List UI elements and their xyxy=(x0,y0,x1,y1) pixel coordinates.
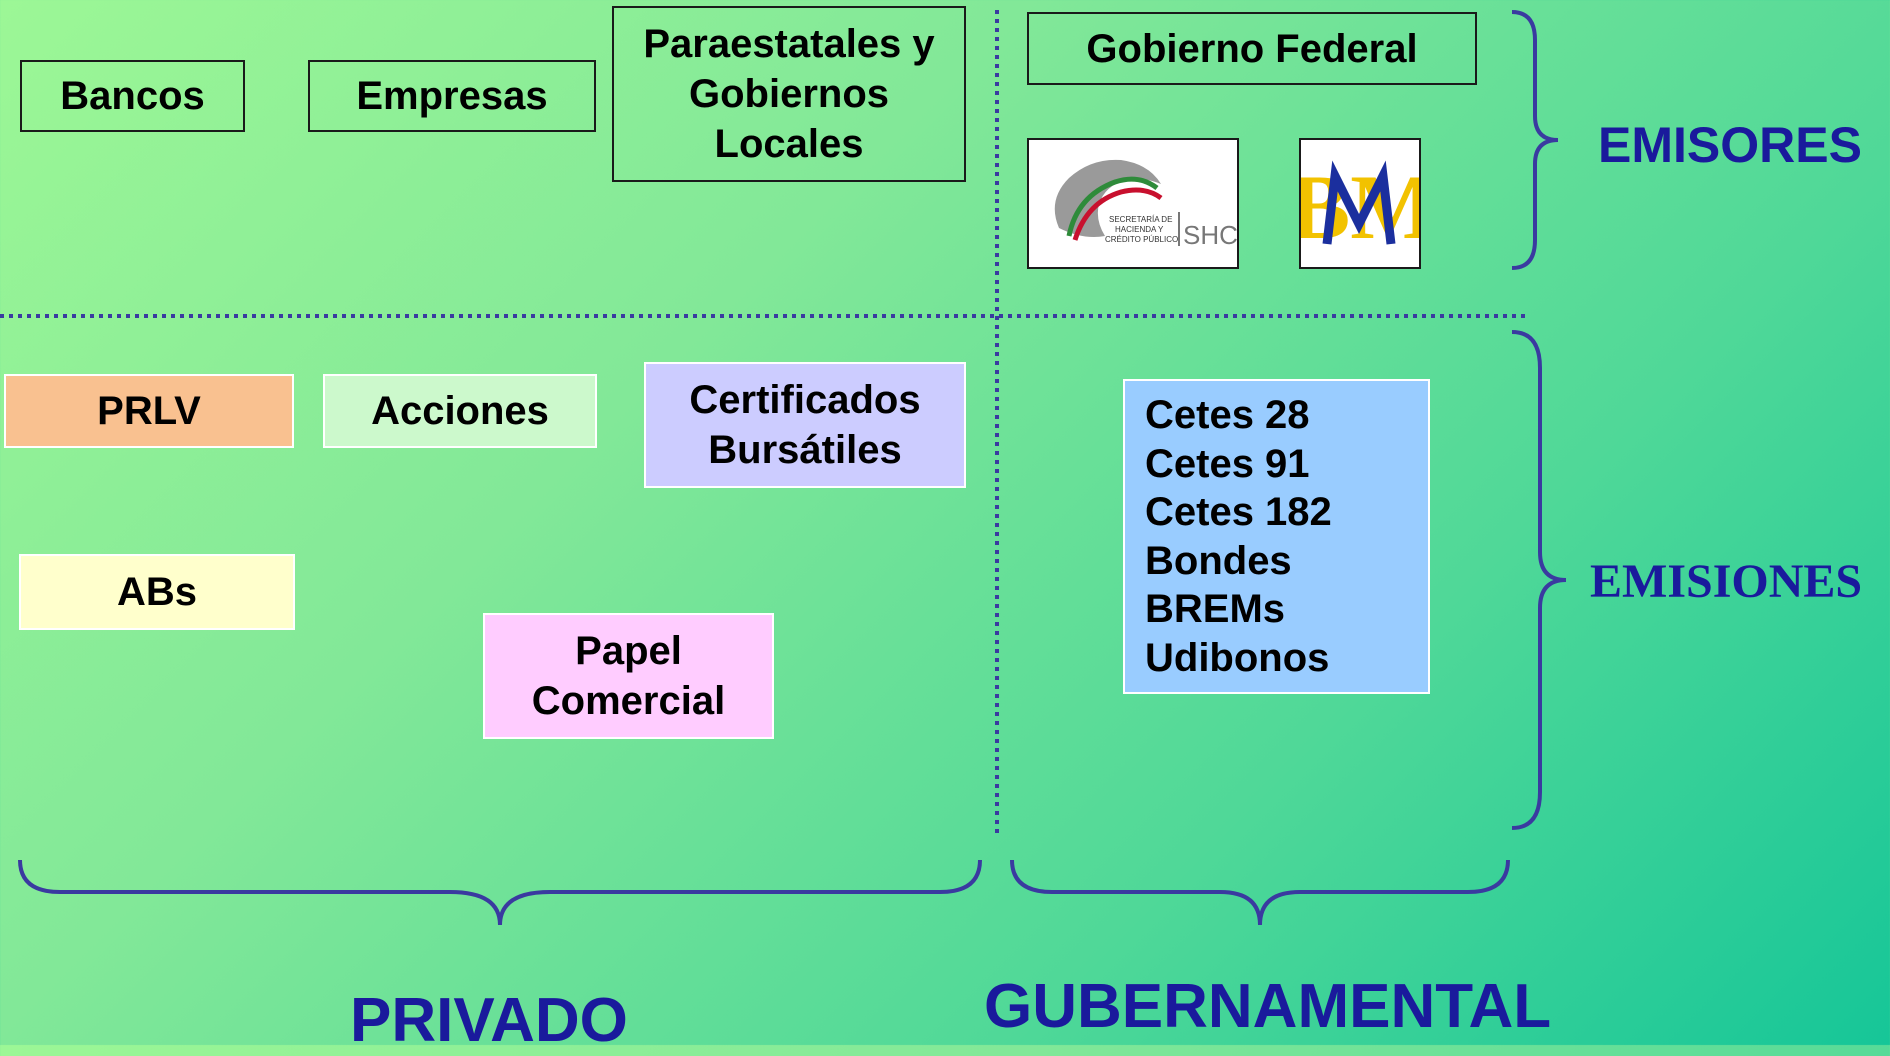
emisiones-brace xyxy=(1511,330,1567,830)
emision-papel-comercial: Papel Comercial xyxy=(483,613,774,739)
gubernamental-brace xyxy=(1010,859,1510,926)
privado-brace xyxy=(18,859,982,926)
banxico-monogram-icon: BM xyxy=(1289,156,1437,258)
list-item: Cetes 28 xyxy=(1145,393,1310,437)
label-emisiones: EMISIONES xyxy=(1590,555,1863,608)
emision-abs: ABs xyxy=(19,554,295,630)
label-emisores: EMISORES xyxy=(1598,117,1862,173)
emisor-gobierno-federal-label: Gobierno Federal xyxy=(1086,26,1418,71)
emision-gobierno-list: Cetes 28 Cetes 91 Cetes 182 Bondes BREMs… xyxy=(1123,379,1430,694)
banxico-logo: BM xyxy=(1289,138,1437,269)
svg-text:SHCP: SHCP xyxy=(1183,220,1237,250)
emision-certificados-label: Certificados Bursátiles xyxy=(689,378,921,472)
emisor-gobierno-federal: Gobierno Federal xyxy=(1027,12,1477,85)
emisor-paraestatales: Paraestatales y Gobiernos Locales xyxy=(612,6,966,182)
list-item: Cetes 91 xyxy=(1145,441,1310,486)
svg-text:SECRETARÍA DE: SECRETARÍA DE xyxy=(1109,215,1172,224)
list-item: BREMs xyxy=(1145,587,1286,631)
emisor-paraestatales-label: Paraestatales y Gobiernos Locales xyxy=(643,22,935,166)
label-privado: PRIVADO xyxy=(350,986,628,1055)
emisor-bancos-label: Bancos xyxy=(60,74,205,118)
emision-abs-label: ABs xyxy=(116,570,198,614)
eagle-emblem-icon: SECRETARÍA DE HACIENDA Y CRÉDITO PÚBLICO… xyxy=(1054,159,1255,250)
emision-acciones-label: Acciones xyxy=(371,389,549,433)
emision-certificados: Certificados Bursátiles xyxy=(644,362,966,488)
emision-papel-comercial-label: Papel Comercial xyxy=(531,629,726,723)
svg-text:CRÉDITO PÚBLICO: CRÉDITO PÚBLICO xyxy=(1105,235,1178,244)
list-item: Bondes xyxy=(1145,538,1292,583)
svg-text:BM: BM xyxy=(1301,156,1419,258)
shcp-logo: SECRETARÍA DE HACIENDA Y CRÉDITO PÚBLICO… xyxy=(1027,138,1255,269)
svg-text:HACIENDA Y: HACIENDA Y xyxy=(1115,225,1164,234)
label-gubernamental: GUBERNAMENTAL xyxy=(984,972,1552,1041)
emisor-empresas-label: Empresas xyxy=(356,74,548,118)
list-item: Cetes 182 xyxy=(1145,490,1332,534)
list-item: Udibonos xyxy=(1145,635,1330,680)
emisor-bancos: Bancos xyxy=(20,60,245,132)
emisores-brace xyxy=(1511,10,1559,270)
emision-prlv-label: PRLV xyxy=(97,389,201,433)
emision-acciones: Acciones xyxy=(323,374,597,448)
emisor-empresas: Empresas xyxy=(308,60,596,132)
emision-prlv: PRLV xyxy=(4,374,294,448)
